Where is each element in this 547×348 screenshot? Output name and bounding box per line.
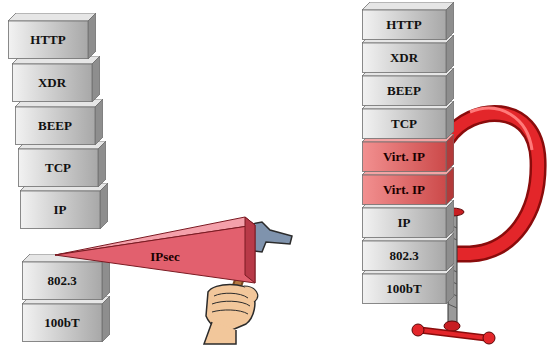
- text-holder: HTTP: [362, 10, 446, 40]
- text-holder: TCP: [18, 149, 98, 187]
- protocol-block: Virt. IP: [362, 167, 454, 205]
- text-holder: 100bT: [362, 274, 446, 304]
- wedge-label: IPsec: [150, 250, 180, 264]
- text-holder: BEEP: [362, 76, 446, 106]
- protocol-block: 100bT: [22, 296, 110, 342]
- layer-label: 802.3: [389, 249, 418, 263]
- protocol-block: BEEP: [15, 99, 103, 145]
- text-holder: IP: [20, 191, 100, 229]
- layer-label: Virt. IP: [383, 150, 425, 164]
- layer-label: BEEP: [387, 84, 421, 98]
- layer-label: 802.3: [47, 274, 76, 288]
- layer-label: TCP: [391, 117, 417, 131]
- protocol-block: HTTP: [8, 13, 96, 59]
- protocol-block: BEEP: [362, 68, 454, 106]
- text-holder: 100bT: [22, 304, 102, 342]
- layer-label: TCP: [45, 161, 71, 175]
- protocol-block: IP: [362, 200, 454, 238]
- protocol-block: Virt. IP: [362, 134, 454, 172]
- text-holder: 802.3: [362, 241, 446, 271]
- text-holder: IPsec: [125, 245, 205, 269]
- layer-label: Virt. IP: [383, 183, 425, 197]
- layer-label: 100bT: [44, 316, 79, 330]
- hand: [204, 285, 258, 345]
- layer-label: BEEP: [38, 119, 72, 133]
- text-holder: IP: [362, 208, 446, 238]
- text-holder: HTTP: [8, 21, 88, 59]
- text-holder: XDR: [362, 43, 446, 73]
- protocol-block: XDR: [362, 35, 454, 73]
- text-holder: 802.3: [22, 262, 102, 300]
- layer-label: HTTP: [30, 33, 65, 47]
- protocol-block: HTTP: [362, 2, 454, 40]
- protocol-block: 802.3: [362, 233, 454, 271]
- text-holder: TCP: [362, 109, 446, 139]
- layer-label: IP: [54, 203, 67, 217]
- text-holder: BEEP: [15, 107, 95, 145]
- layer-label: 100bT: [386, 282, 421, 296]
- layer-label: IP: [398, 216, 411, 230]
- layer-label: XDR: [390, 51, 418, 65]
- text-holder: XDR: [12, 64, 92, 102]
- protocol-block: 100bT: [362, 266, 454, 304]
- protocol-block: TCP: [362, 101, 454, 139]
- layer-label: XDR: [38, 76, 66, 90]
- wedge-shape: IPsec: [55, 215, 260, 285]
- text-holder: Virt. IP: [362, 142, 446, 172]
- protocol-block: IP: [20, 183, 108, 229]
- protocol-block: XDR: [12, 56, 100, 102]
- text-holder: Virt. IP: [362, 175, 446, 205]
- protocol-block: TCP: [18, 141, 106, 187]
- layer-label: HTTP: [386, 18, 421, 32]
